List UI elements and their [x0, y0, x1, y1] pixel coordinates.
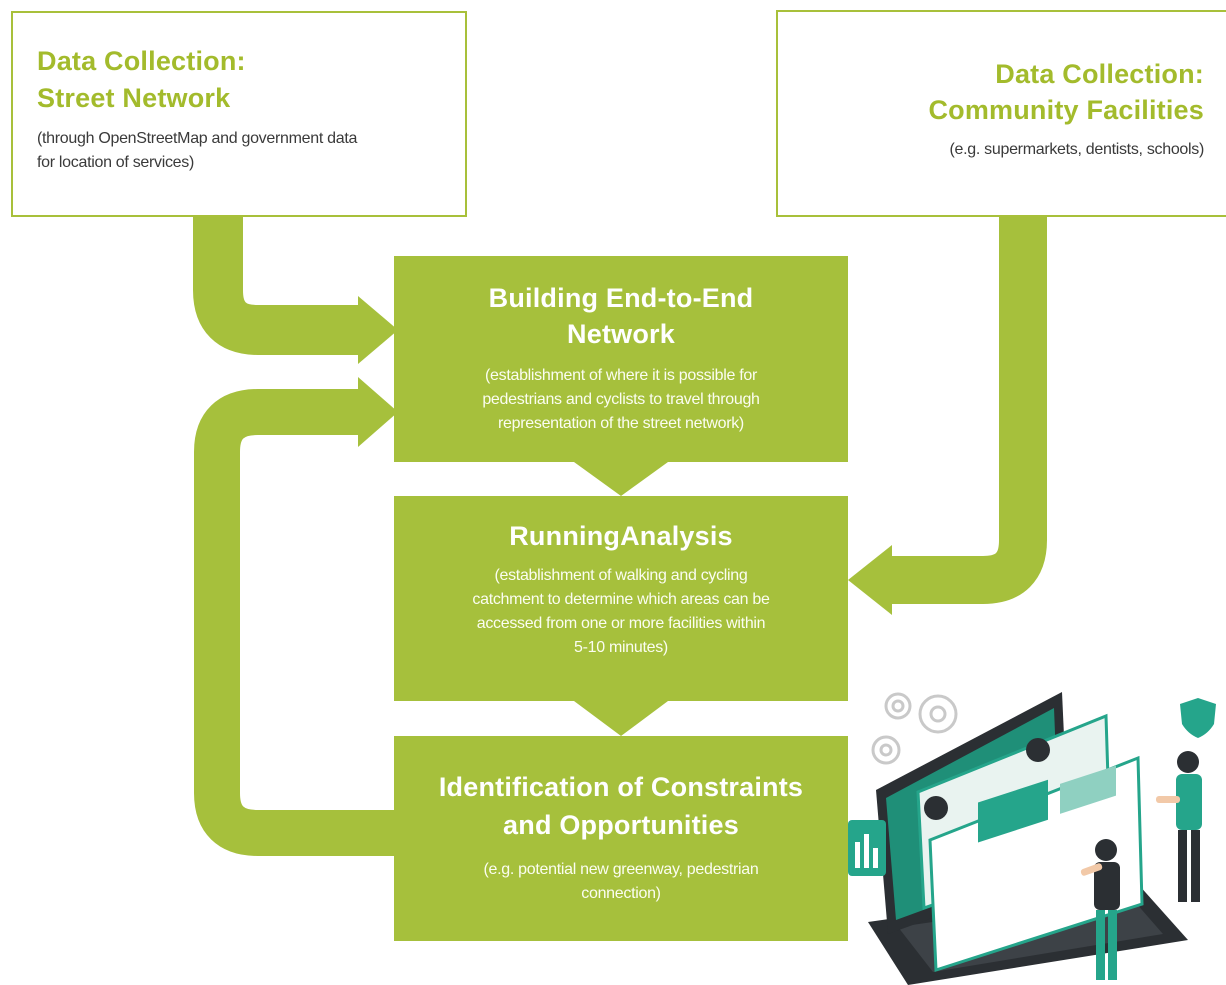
street-network-box: Data Collection: Street Network (through…	[11, 11, 467, 217]
building-network-desc-line1: (establishment of where it is possible f…	[485, 367, 757, 384]
dashboard-chart-block	[978, 779, 1048, 843]
constraints-opportunities-title-line2: and Opportunities	[503, 810, 739, 840]
connector-community-to-run	[888, 217, 1047, 604]
bar-widget-bar	[855, 842, 860, 868]
bar-widget-bar	[873, 848, 878, 868]
dashboard-chart-block-2	[1060, 765, 1116, 814]
running-analysis-desc-line4: 5-10 minutes)	[574, 639, 668, 656]
street-network-desc-line1: (through OpenStreetMap and government da…	[37, 130, 358, 147]
building-network-desc-line3: representation of the street network)	[498, 415, 744, 432]
running-analysis-desc-line1: (establishment of walking and cycling	[494, 567, 748, 584]
running-analysis-title: RunningAnalysis	[509, 521, 733, 551]
street-network-title-line2: Street Network	[37, 83, 231, 113]
community-facilities-box: Data Collection: Community Facilities (e…	[776, 10, 1226, 217]
shield-check-icon	[1180, 698, 1216, 738]
arrowhead-community-to-run	[848, 545, 892, 615]
constraints-opportunities-desc-line1: (e.g. potential new greenway, pedestrian	[483, 861, 759, 878]
check-badge-icon	[924, 796, 948, 820]
building-network-title-line2: Network	[567, 319, 675, 349]
building-network-desc-line2: pedestrians and cyclists to travel throu…	[482, 391, 760, 408]
dashboard-people-illustration	[848, 692, 1216, 985]
person-left	[1080, 839, 1120, 980]
street-network-title-line1: Data Collection:	[37, 46, 246, 76]
connector-feedback-loop	[194, 389, 394, 856]
constraints-opportunities-desc-line2: connection)	[581, 885, 661, 902]
constraints-opportunities-box: Identification of Constraints and Opport…	[394, 736, 848, 941]
constraints-opportunities-title-line1: Identification of Constraints	[438, 772, 804, 802]
arrowhead-build-to-run	[574, 462, 668, 496]
community-facilities-title-line2: Community Facilities	[928, 95, 1204, 125]
arrowhead-run-to-ident	[574, 701, 668, 736]
building-network-box: Building End-to-End Network (establishme…	[394, 256, 848, 462]
bar-widget-bar	[864, 834, 869, 868]
arrowhead-feedback-to-build	[358, 377, 398, 447]
connector-street-to-build	[193, 217, 360, 355]
community-facilities-title-line1: Data Collection:	[995, 59, 1204, 89]
street-network-desc-line2: for location of services)	[37, 154, 195, 171]
gear-icon	[871, 692, 958, 765]
building-network-title-line1: Building End-to-End	[488, 283, 754, 313]
running-analysis-desc-line3: accessed from one or more facilities wit…	[476, 615, 766, 632]
arrowhead-street-to-build	[358, 296, 398, 364]
person-right	[1156, 751, 1202, 902]
check-badge-icon	[1026, 738, 1050, 762]
running-analysis-box: RunningAnalysis (establishment of walkin…	[394, 496, 848, 701]
running-analysis-desc-line2: catchment to determine which areas can b…	[472, 591, 770, 608]
community-facilities-desc: (e.g. supermarkets, dentists, schools)	[949, 141, 1205, 158]
